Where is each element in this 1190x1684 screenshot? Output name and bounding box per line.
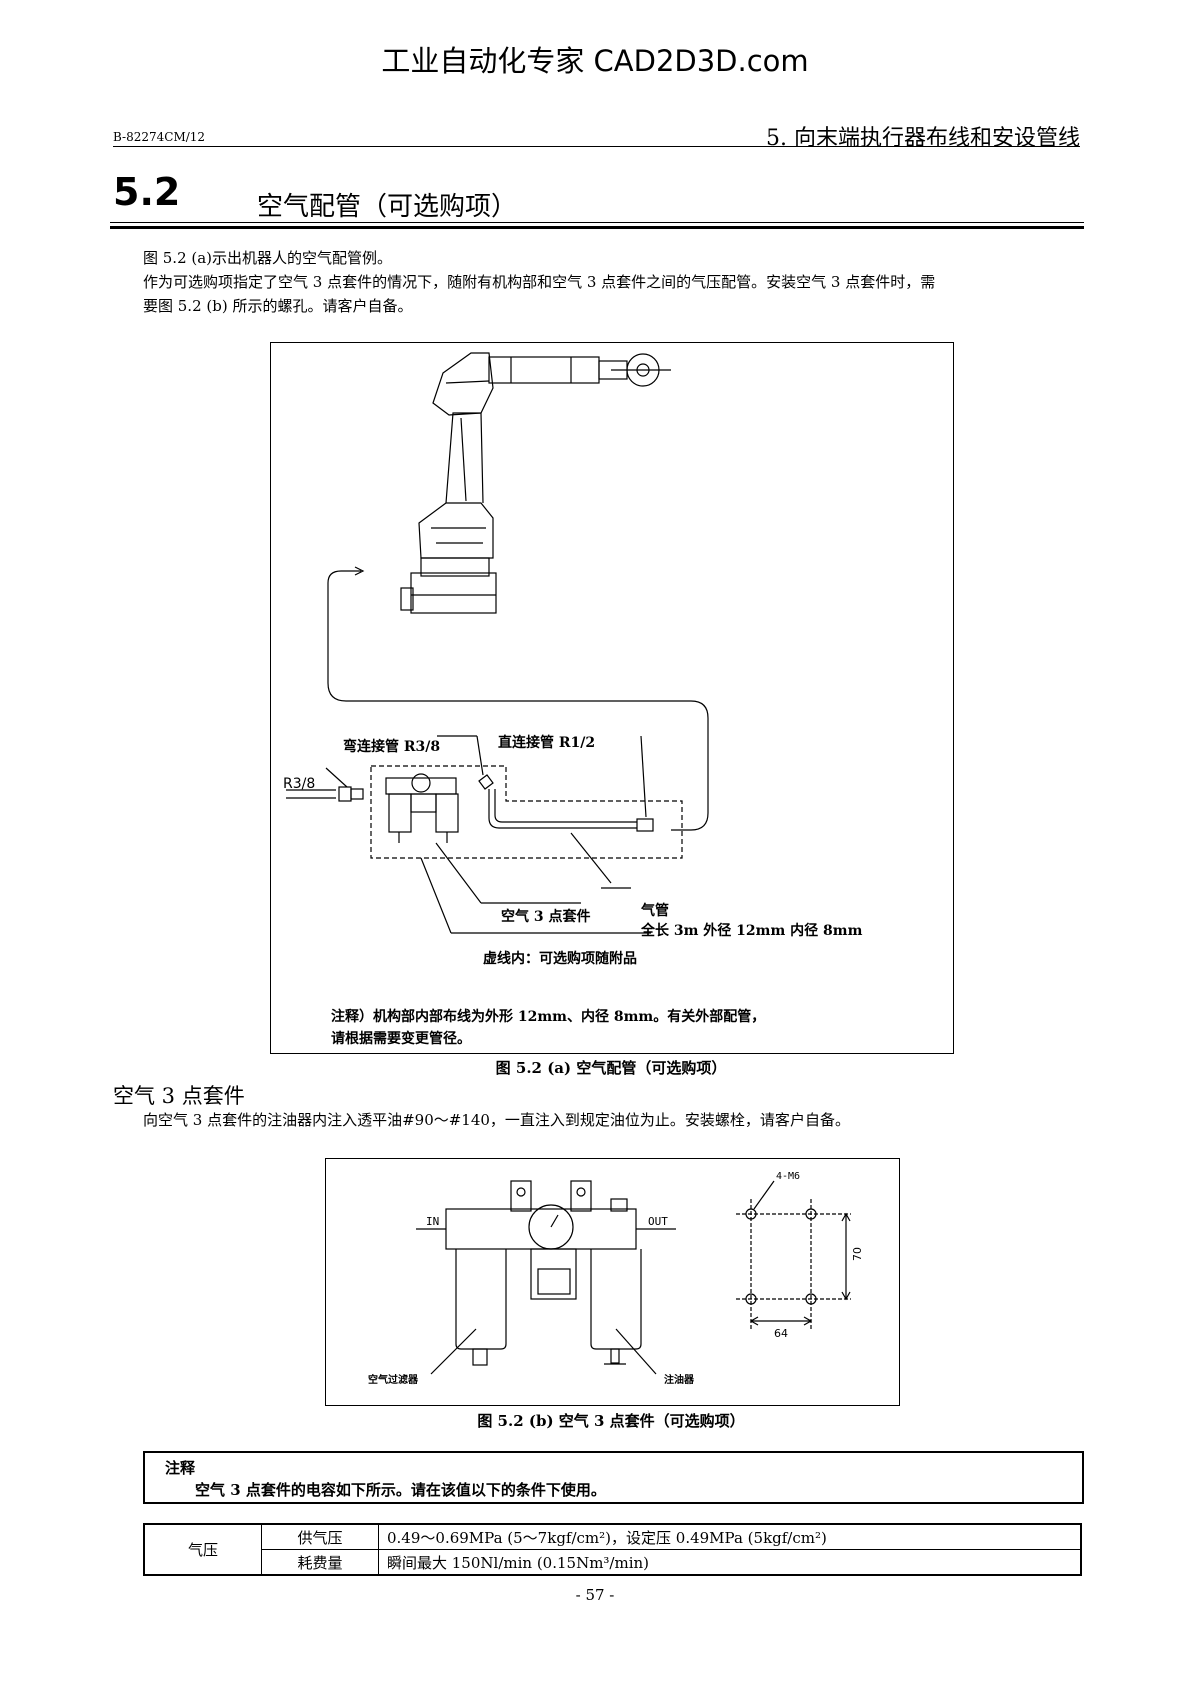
figure-a-note-line-1: 注释）机构部内部布线为外形 12mm、内径 8mm。有关外部配管， xyxy=(331,1008,765,1025)
section-number: 5.2 xyxy=(113,170,181,214)
table-row: 耗费量 瞬间最大 150Nl/min (0.15Nm³/min) xyxy=(144,1549,1082,1576)
label-elbow-connector: 弯连接管 R3/8 xyxy=(343,738,440,755)
note-box: 注释 空气 3 点套件的电容如下所示。请在该值以下的条件下使用。 xyxy=(143,1451,1084,1504)
label-tube-spec: 全长 3m 外径 12mm 内径 8mm xyxy=(640,922,863,939)
header-rule xyxy=(113,146,1080,147)
intro-line-1: 图 5.2 (a)示出机器人的空气配管例。 xyxy=(143,249,393,267)
label-straight-connector: 直连接管 R1/2 xyxy=(498,734,595,751)
subsection-title: 空气 3 点套件 xyxy=(113,1084,245,1108)
note-title: 注释 xyxy=(165,1459,196,1477)
kit-main-body xyxy=(445,1208,637,1250)
label-lubricator: 注油器 xyxy=(664,1373,695,1386)
air-hose-loop xyxy=(327,583,709,831)
dashed-scope-box xyxy=(370,765,683,859)
note-text: 空气 3 点套件的电容如下所示。请在该值以下的条件下使用。 xyxy=(195,1481,606,1499)
spec-table: 气压 供气压 0.49～0.69MPa (5～7kgf/cm²)，设定压 0.4… xyxy=(143,1523,1082,1576)
intro-line-3: 要图 5.2 (b) 所示的螺孔。请客户自备。 xyxy=(143,297,413,315)
watermark: 工业自动化专家 CAD2D3D.com xyxy=(381,44,809,78)
inlet-pipe xyxy=(286,789,336,799)
robot-upper-housing xyxy=(432,352,494,416)
spec-row2-label: 耗费量 xyxy=(261,1549,379,1576)
robot-j2-housing xyxy=(418,502,494,559)
label-air-kit: 空气 3 点套件 xyxy=(501,908,591,925)
label-mount-holes: 4-M6 xyxy=(776,1171,800,1182)
lubricator-bowl xyxy=(590,1249,642,1350)
section-title: 空气配管（可选购项） xyxy=(257,192,518,222)
elbow-fitting xyxy=(478,774,494,790)
spec-group-label: 气压 xyxy=(143,1523,262,1576)
section-rule-thin xyxy=(110,222,1084,223)
spec-row1-label: 供气压 xyxy=(261,1523,379,1550)
filter-bowl xyxy=(455,1249,507,1350)
robot-upper-arm xyxy=(488,356,600,384)
figure-air-kit: IN OUT 4-M6 70 64 空气过滤器 注油器 xyxy=(325,1158,900,1406)
intro-line-2: 作为可选购项指定了空气 3 点套件的情况下，随附有机构部和空气 3 点套件之间的… xyxy=(143,273,936,291)
section-rule-thick xyxy=(110,226,1084,229)
spec-row1-value: 0.49～0.69MPa (5～7kgf/cm²)，设定压 0.49MPa (5… xyxy=(378,1523,1082,1550)
figure-a-note-line-2: 请根据需要变更管径。 xyxy=(331,1030,471,1047)
document-id: B-82274CM/12 xyxy=(113,130,206,144)
label-dashed-scope: 虚线内：可选购项随附品 xyxy=(483,950,637,967)
robot-lower-arm xyxy=(445,412,484,504)
air-kit-drawing: IN OUT 4-M6 70 64 空气过滤器 注油器 xyxy=(368,1171,864,1386)
figure-air-piping: 弯连接管 R3/8 直连接管 R1/2 R3/8 空气 3 点套件 气管 全长 … xyxy=(270,342,954,1054)
label-air-filter: 空气过滤器 xyxy=(368,1373,419,1386)
spec-row2-value: 瞬间最大 150Nl/min (0.15Nm³/min) xyxy=(378,1549,1082,1576)
straight-fitting xyxy=(636,818,654,832)
label-out: OUT xyxy=(648,1215,668,1228)
air-piping-drawing: 弯连接管 R3/8 直连接管 R1/2 R3/8 空气 3 点套件 气管 全长 … xyxy=(283,352,863,1047)
label-in: IN xyxy=(426,1215,439,1228)
figure-b-caption: 图 5.2 (b) 空气 3 点套件（可选购项） xyxy=(477,1412,745,1430)
subsection-text: 向空气 3 点套件的注油器内注入透平油#90～#140，一直注入到规定油位为止。… xyxy=(143,1111,850,1129)
label-r38: R3/8 xyxy=(283,776,315,792)
dimension-height: 70 xyxy=(851,1247,864,1261)
dimension-width: 64 xyxy=(774,1327,788,1340)
table-row: 气压 供气压 0.49～0.69MPa (5～7kgf/cm²)，设定压 0.4… xyxy=(143,1523,1082,1576)
figure-a-caption: 图 5.2 (a) 空气配管（可选购项） xyxy=(495,1059,727,1077)
label-air-tube: 气管 xyxy=(640,902,669,919)
robot-base xyxy=(410,572,497,614)
page-number: - 57 - xyxy=(575,1586,615,1604)
chapter-title: 5. 向末端执行器布线和安设管线 xyxy=(766,126,1080,151)
